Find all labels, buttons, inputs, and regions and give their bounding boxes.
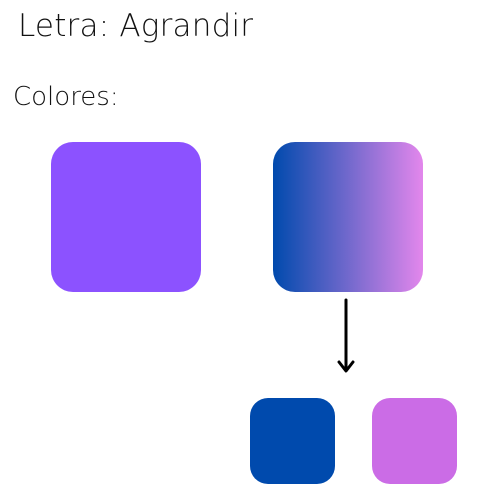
arrow-down-icon xyxy=(337,298,355,373)
gradient-color-swatch xyxy=(273,142,423,292)
blue-color-swatch xyxy=(250,398,335,484)
font-name-title: Letra: Agrandir xyxy=(18,8,254,44)
colors-label: Colores: xyxy=(13,82,119,112)
purple-color-swatch xyxy=(51,142,201,292)
pink-color-swatch xyxy=(372,398,457,484)
